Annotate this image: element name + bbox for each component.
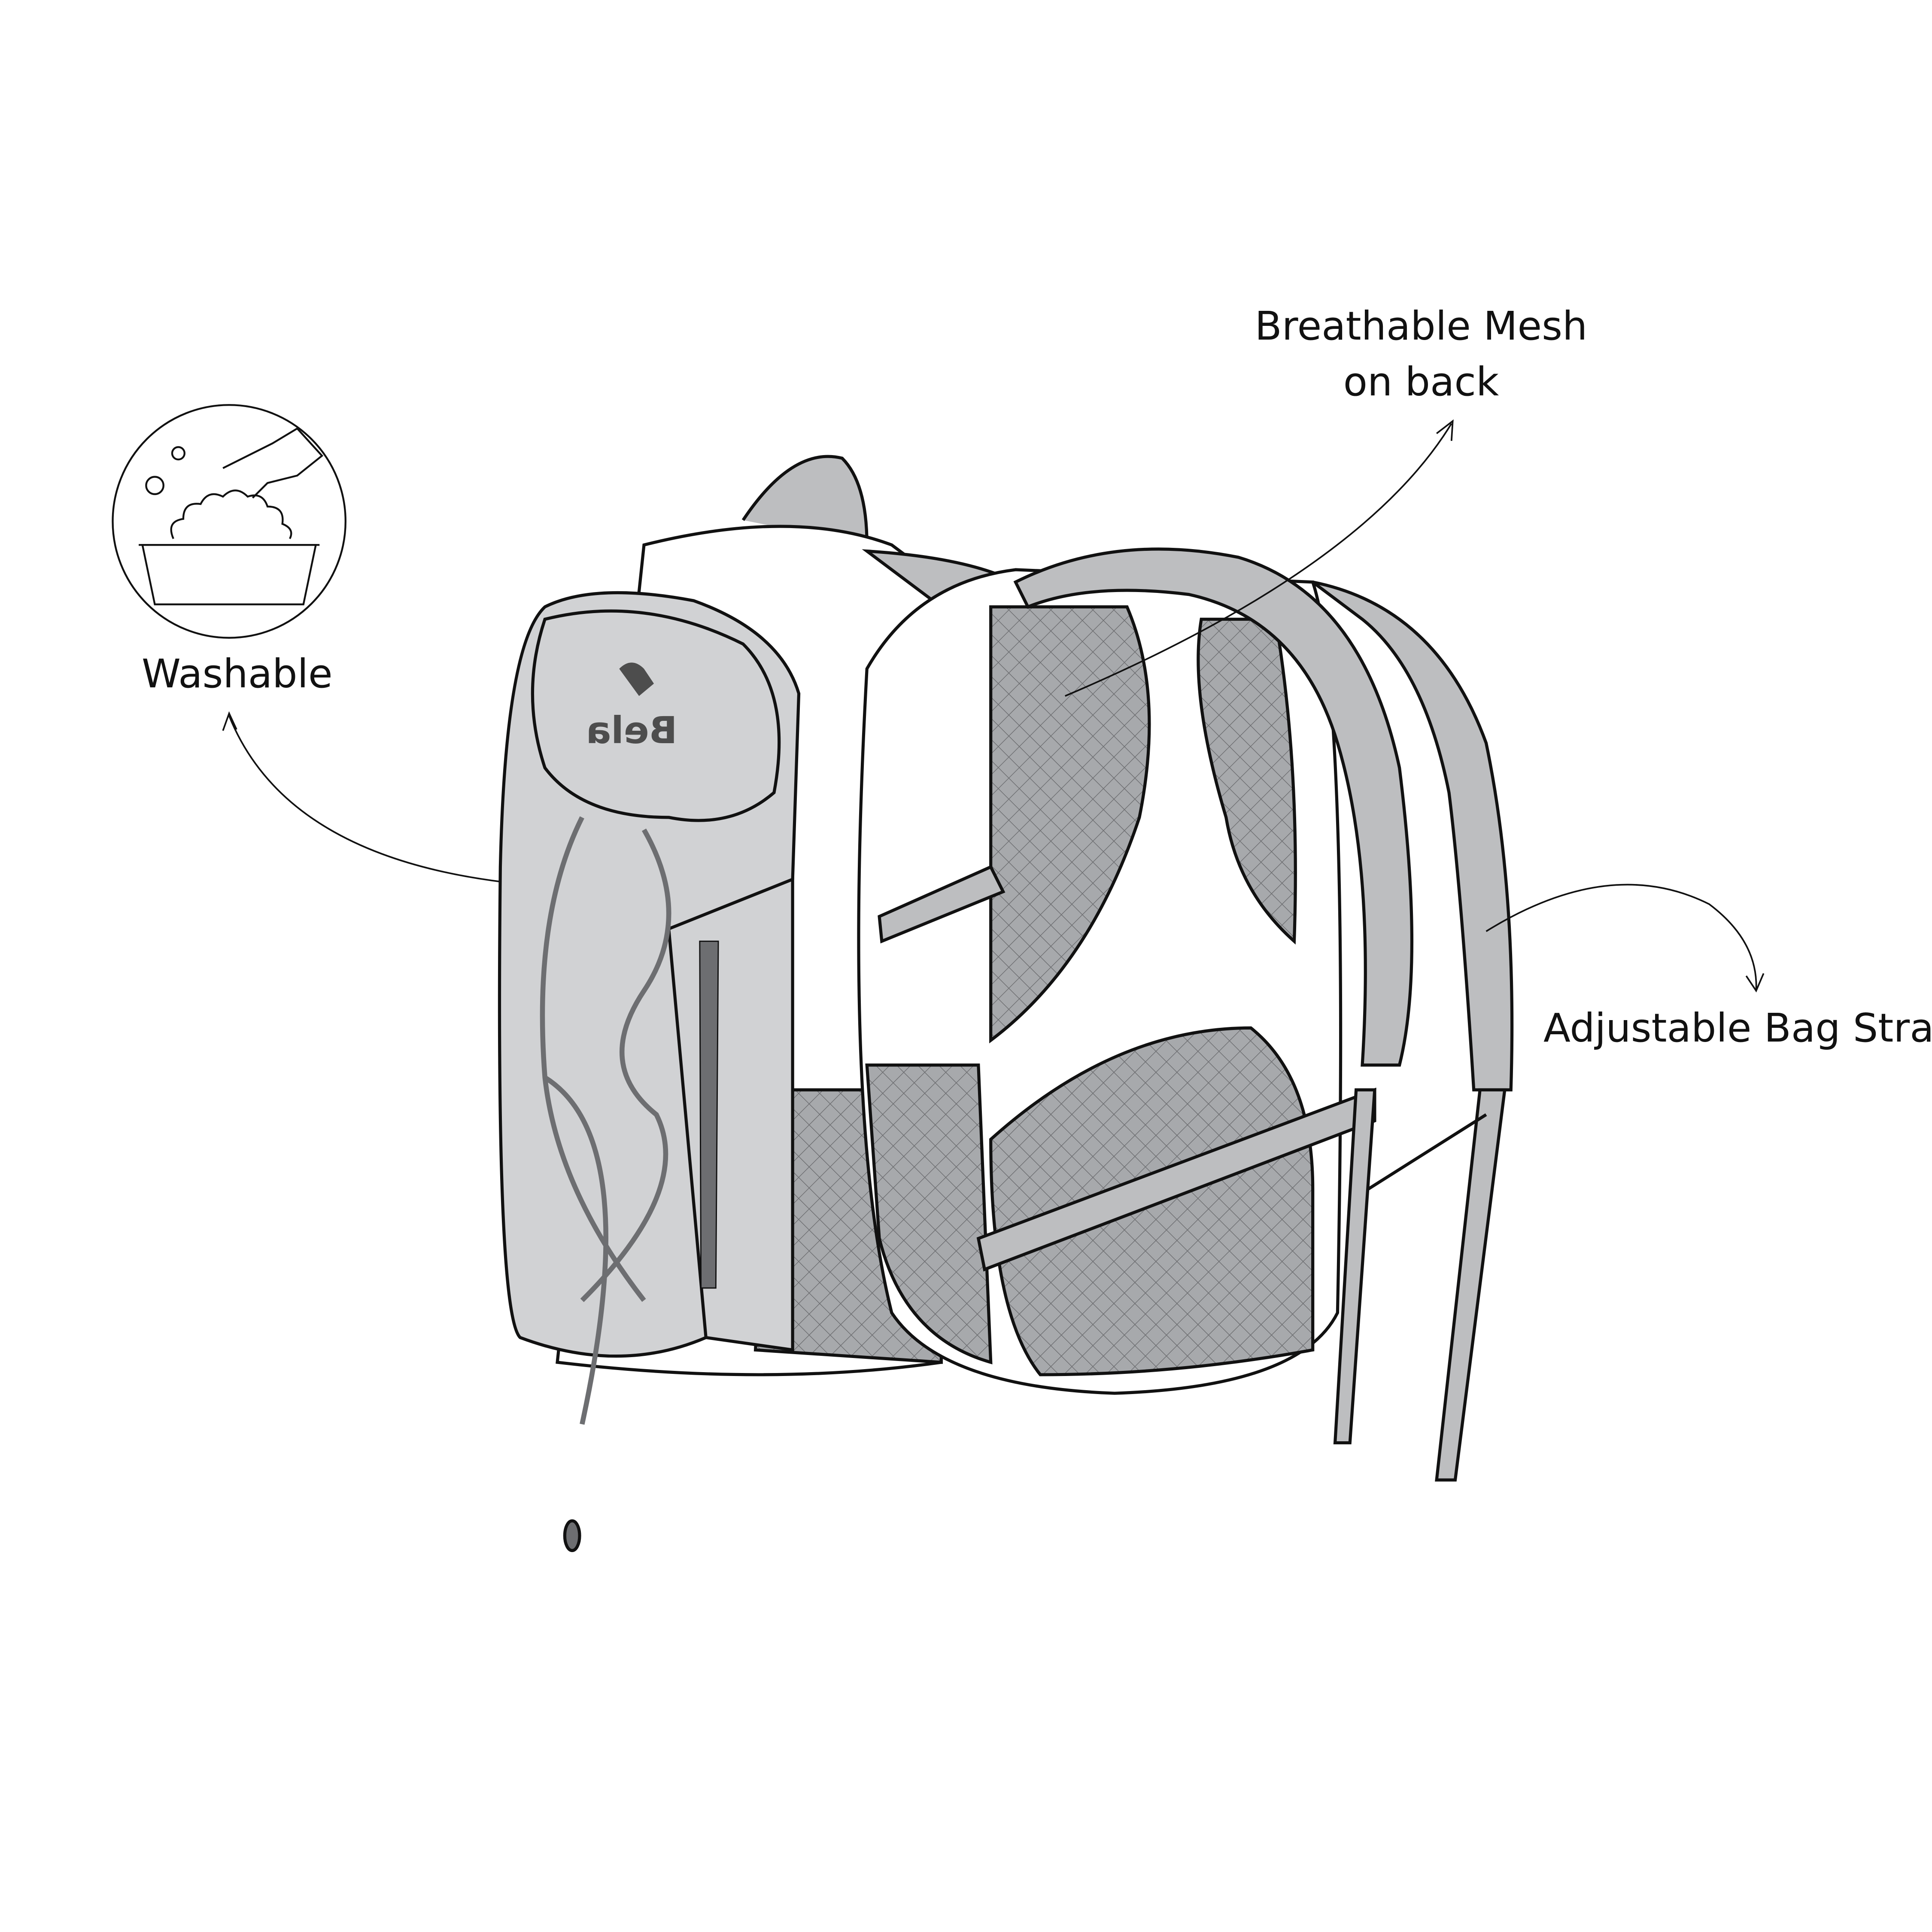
bear-logo-icon <box>619 662 654 696</box>
mesh-arrow <box>1065 423 1452 697</box>
callout-arrows <box>222 419 1765 993</box>
mesh-label-line2: on back <box>1343 359 1499 405</box>
brand-logo: Bela <box>586 709 677 752</box>
mesh-label: Breathable Mesh on back <box>1254 303 1589 406</box>
washable-arrow <box>228 715 502 883</box>
backpack-back-view <box>857 547 1514 1482</box>
mesh-label-line1: Breathable Mesh <box>1255 303 1588 349</box>
strap-label: Adjustable Bag Strap <box>1543 1005 1932 1051</box>
strap-arrow <box>1485 884 1757 991</box>
washing-basin-icon <box>112 404 346 639</box>
washable-label: Washable <box>142 651 333 697</box>
